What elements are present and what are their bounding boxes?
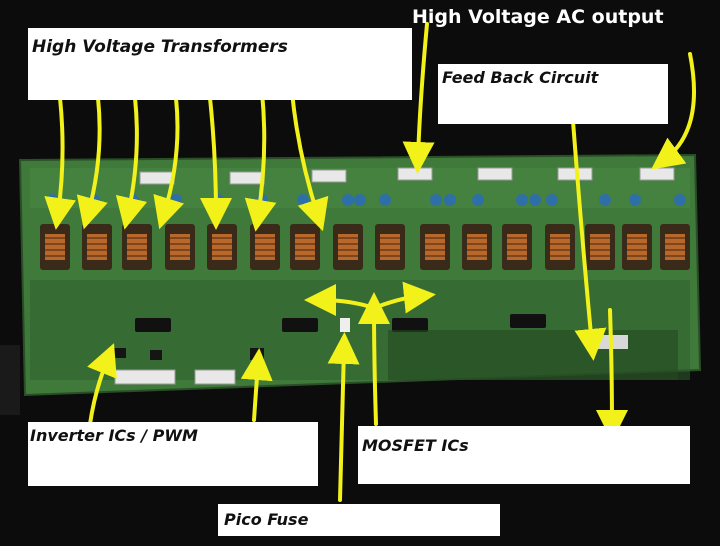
inverter-chip	[250, 348, 264, 360]
capacitor	[430, 194, 442, 206]
capacitor	[379, 194, 391, 206]
pico-fuse-label-box	[218, 504, 500, 536]
bottom-connector	[114, 369, 176, 385]
mosfet-chip	[135, 318, 171, 332]
capacitor	[546, 194, 558, 206]
transformer-coil	[665, 234, 685, 260]
transformer-coil	[255, 234, 275, 260]
inverter-chip	[150, 350, 162, 360]
annotation-arrow	[153, 96, 185, 230]
transformer-coil	[127, 234, 147, 260]
mosfet-chip	[282, 318, 318, 332]
transformer-coil	[380, 234, 400, 260]
capacitor	[170, 194, 182, 206]
pico-fuse-label: Pico Fuse	[224, 510, 309, 529]
connector	[139, 171, 175, 185]
transformer-coil	[627, 234, 647, 260]
annotation-arrow	[595, 308, 628, 442]
transformer-coil	[590, 234, 610, 260]
capacitor	[599, 194, 611, 206]
mosfet-ics-label-box	[358, 426, 690, 484]
connector	[477, 167, 513, 181]
annotation-arrow	[115, 96, 148, 230]
hv-ac-output-label: High Voltage AC output	[412, 6, 664, 28]
annotation-arrow	[44, 96, 77, 230]
annotation-arrow	[651, 52, 696, 170]
connector	[229, 171, 265, 185]
annotation-arrow	[199, 96, 232, 230]
transformer-coil	[170, 234, 190, 260]
transformer-coil	[87, 234, 107, 260]
annotation-arrow	[570, 106, 607, 361]
capacitor	[212, 194, 224, 206]
annotation-arrow	[372, 281, 436, 314]
mosfet-ics-label: MOSFET ICs	[362, 436, 469, 455]
transformer-coil	[507, 234, 527, 260]
capacitor	[516, 194, 528, 206]
annotation-arrow	[402, 22, 435, 174]
capacitor	[629, 194, 641, 206]
annotation-arrow	[240, 348, 273, 422]
annotation-arrow	[304, 284, 376, 317]
connector	[639, 167, 675, 181]
capacitor	[444, 194, 456, 206]
transformer-coil	[550, 234, 570, 260]
board-sticker	[588, 335, 628, 349]
transformer-coil	[45, 234, 65, 260]
annotation-arrow	[76, 96, 108, 230]
capacitor	[354, 194, 366, 206]
annotation-arrow	[358, 292, 391, 426]
transformer-coil	[338, 234, 358, 260]
annotation-arrow	[327, 332, 360, 502]
capacitor	[472, 194, 484, 206]
feedback-circuit-label-box	[438, 64, 668, 124]
connector	[311, 169, 347, 183]
inverter-chip	[110, 348, 126, 358]
transformer-coil	[212, 234, 232, 260]
fuse	[340, 318, 350, 332]
annotation-arrow	[244, 90, 277, 232]
capacitor	[46, 194, 58, 206]
feedback-circuit-label: Feed Back Circuit	[442, 68, 599, 87]
mosfet-chip	[510, 314, 546, 328]
bottom-connector	[194, 369, 236, 385]
transformer-row	[40, 224, 690, 270]
inverter-ics-label-box	[28, 422, 318, 486]
connector	[397, 167, 433, 181]
hv-transformers-label-box	[28, 28, 412, 100]
capacitor	[342, 194, 354, 206]
transformer-coil	[467, 234, 487, 260]
annotation-arrow	[87, 343, 117, 426]
label-area	[388, 330, 678, 380]
capacitor	[297, 194, 309, 206]
connector-row	[114, 167, 675, 385]
capacitor	[529, 194, 541, 206]
transformer-coil	[425, 234, 445, 260]
mosfet-chip	[392, 318, 428, 332]
cable-left	[0, 345, 20, 415]
annotation-arrow	[290, 90, 329, 232]
transformer-coil	[295, 234, 315, 260]
capacitor	[674, 194, 686, 206]
inverter-ics-label: Inverter ICs / PWM	[30, 426, 198, 445]
hv-transformers-label: High Voltage Transformers	[32, 37, 288, 57]
arrow-group	[44, 22, 696, 502]
